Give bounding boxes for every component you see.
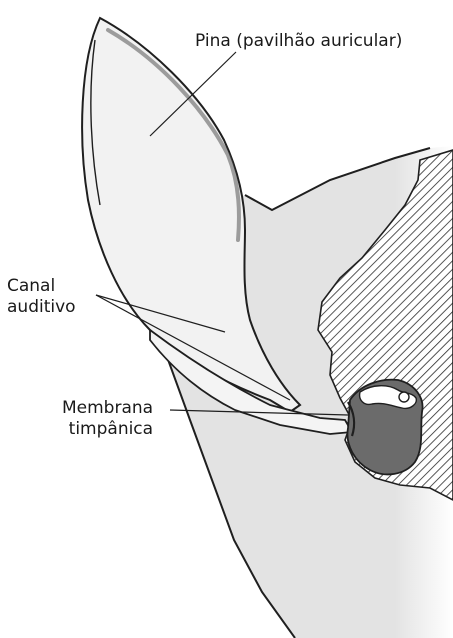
ossicle-ring [399, 392, 409, 402]
canal-label-line2: auditivo [7, 297, 76, 318]
membrana-label-line1: Membrana [62, 398, 153, 419]
canal-label-line1: Canal [7, 276, 76, 297]
membrana-timpanica-label: Membrana timpânica [62, 398, 153, 440]
canal-auditivo-label: Canal auditivo [7, 276, 76, 318]
membrana-label-line2: timpânica [62, 419, 153, 440]
pina-label: Pina (pavilhão auricular) [195, 31, 402, 52]
